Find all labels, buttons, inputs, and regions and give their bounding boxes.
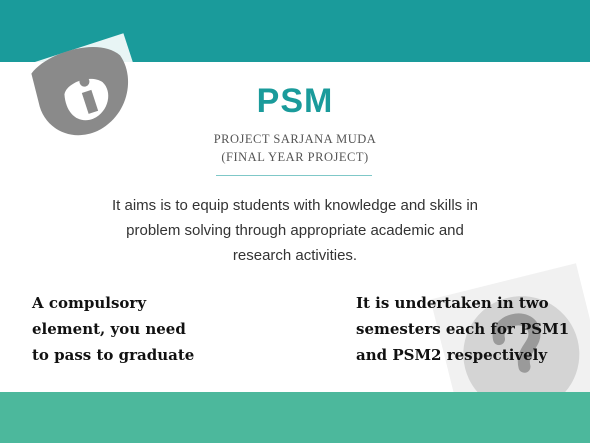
point-right-line-3: and PSM2 respectively: [356, 346, 548, 364]
info-stamp-icon: [18, 33, 152, 153]
point-left-line-3: to pass to graduate: [32, 346, 195, 364]
description-text: It aims is to equip students with knowle…: [111, 197, 479, 264]
point-right: It is undertaken in two semesters each f…: [356, 290, 586, 368]
point-right-line-2: semesters each for PSM1: [356, 320, 570, 338]
point-right-line-1: It is undertaken in two: [356, 294, 549, 312]
point-left: A compulsory element, you need to pass t…: [32, 290, 232, 368]
point-left-line-1: A compulsory: [32, 294, 147, 312]
bottom-banner: [0, 392, 590, 443]
subtitle-line-1: PROJECT SARJANA MUDA: [213, 132, 377, 146]
divider: [216, 175, 372, 176]
page-title: PSM: [256, 82, 334, 120]
point-left-line-2: element, you need: [32, 320, 186, 338]
subtitle-line-2: (FINAL YEAR PROJECT): [221, 150, 369, 164]
question-stamp-icon: [430, 263, 590, 426]
